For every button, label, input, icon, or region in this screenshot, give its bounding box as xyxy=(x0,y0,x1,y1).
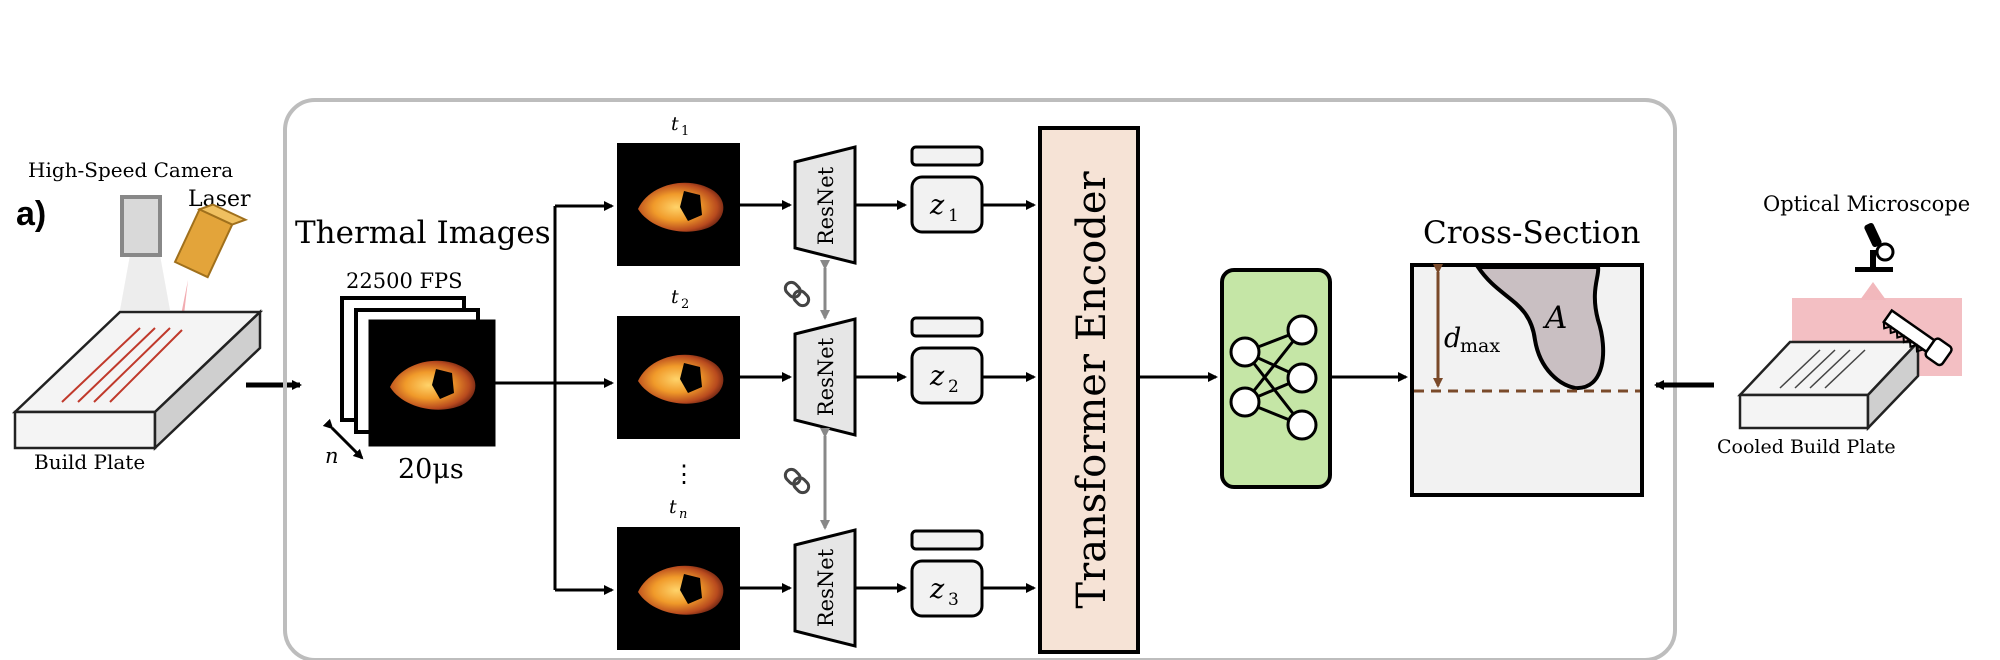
mlp-head xyxy=(1220,268,1332,489)
depth-sub: max xyxy=(1460,335,1500,357)
link-icon xyxy=(783,280,811,308)
thermal-images-title: Thermal Images xyxy=(295,215,551,251)
laser-icon xyxy=(173,203,249,279)
transformer-label: Transformer Encoder xyxy=(1069,171,1115,609)
embedding-label: z xyxy=(929,361,945,392)
cooled-plate-illustration: Optical Microscope Cooled Build Plate xyxy=(1717,192,1970,458)
embedding-z1: z 1 xyxy=(910,145,984,234)
link-icon xyxy=(783,467,811,495)
embedding-z3: z 3 xyxy=(910,529,984,618)
resnet-1: ResNet xyxy=(793,145,857,265)
n-label: n xyxy=(325,444,339,468)
n-arrow xyxy=(322,418,364,460)
camera-view-cone xyxy=(120,255,170,310)
interval-label: 20μs xyxy=(398,454,464,485)
laser-tracks xyxy=(61,327,183,403)
embedding-sub: 3 xyxy=(948,590,959,610)
thermal-images-stack: Thermal Images 22500 FPS n 20μs xyxy=(295,215,551,485)
neuron-nodes xyxy=(1229,314,1318,441)
embedding-sub: 2 xyxy=(948,377,959,397)
camera-icon xyxy=(120,195,162,257)
time-label: t xyxy=(671,286,679,308)
frame-tn: t n xyxy=(617,496,740,650)
resnet-label: ResNet xyxy=(814,166,838,245)
frame-t1: t 1 xyxy=(617,113,740,266)
melt-pool-shape xyxy=(1474,265,1606,391)
microscope-icon xyxy=(1855,222,1895,272)
microscope-label: Optical Microscope xyxy=(1763,192,1970,216)
panel-label: a) xyxy=(16,195,46,233)
embedding-z2: z 2 xyxy=(910,316,984,405)
build-plate-illustration: High-Speed Camera Laser Build Plate xyxy=(11,158,264,474)
cut-plane xyxy=(1792,298,1962,342)
resnet-label: ResNet xyxy=(814,337,838,416)
cooled-plate-label: Cooled Build Plate xyxy=(1717,436,1896,458)
time-label: t xyxy=(671,113,679,135)
transformer-encoder: Transformer Encoder xyxy=(1038,126,1140,654)
ellipsis-dots: ⋮ xyxy=(672,460,696,488)
plate-side xyxy=(153,309,262,451)
time-sub: n xyxy=(679,507,687,522)
pipeline-container xyxy=(283,98,1677,660)
transformer-box xyxy=(1038,126,1140,654)
branch-connectors xyxy=(494,201,614,595)
embedding-sub: 1 xyxy=(948,206,959,226)
area-label: A xyxy=(1542,300,1567,336)
shared-weights xyxy=(783,260,830,530)
plate-tracks xyxy=(1779,349,1866,389)
embedding-to-transformer-arrows xyxy=(982,200,1036,593)
resnet-2: ResNet xyxy=(793,317,857,437)
resnet-label: ResNet xyxy=(814,548,838,627)
resnet-3: ResNet xyxy=(793,528,857,648)
depth-label: d xyxy=(1444,323,1461,354)
fps-label: 22500 FPS xyxy=(346,269,463,293)
resnet-to-embedding-arrows xyxy=(855,200,907,593)
plate-front xyxy=(13,410,157,450)
time-label: t xyxy=(669,496,677,518)
time-sub: 2 xyxy=(681,297,689,312)
embedding-label: z xyxy=(929,190,945,221)
camera-label: High-Speed Camera xyxy=(28,158,233,182)
cross-section-title: Cross-Section xyxy=(1423,215,1640,251)
time-sub: 1 xyxy=(681,124,689,139)
frame-t2: t 2 xyxy=(617,286,740,439)
build-plate-label: Build Plate xyxy=(34,450,145,474)
frame-to-resnet-arrows xyxy=(740,200,792,593)
cross-section: Cross-Section d max A xyxy=(1410,215,1644,497)
saw-icon xyxy=(1882,308,1953,367)
embedding-label: z xyxy=(929,574,945,605)
